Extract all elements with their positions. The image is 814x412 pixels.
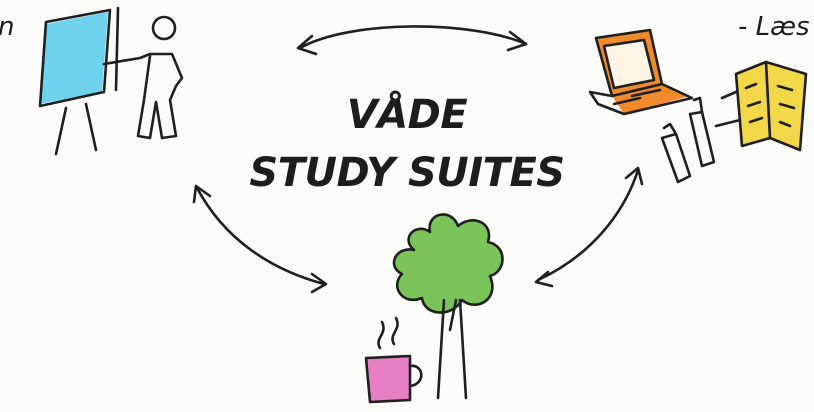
pen-and-marker-icon — [660, 96, 716, 184]
open-notebook-icon — [714, 60, 808, 152]
left-arrow — [192, 184, 328, 294]
coffee-mug-icon — [364, 316, 423, 404]
title-line-1: VÅDE — [346, 92, 468, 138]
person-presenting-at-whiteboard-icon — [38, 6, 184, 156]
laptop-icon — [588, 28, 694, 116]
tree-icon — [392, 213, 504, 400]
title-line-2: STUDY SUITES — [249, 150, 565, 196]
top-arrow — [296, 25, 528, 56]
right-caption-fragment: - Læs — [738, 12, 810, 42]
left-caption-fragment: n — [0, 12, 14, 42]
right-arrow — [534, 166, 644, 288]
